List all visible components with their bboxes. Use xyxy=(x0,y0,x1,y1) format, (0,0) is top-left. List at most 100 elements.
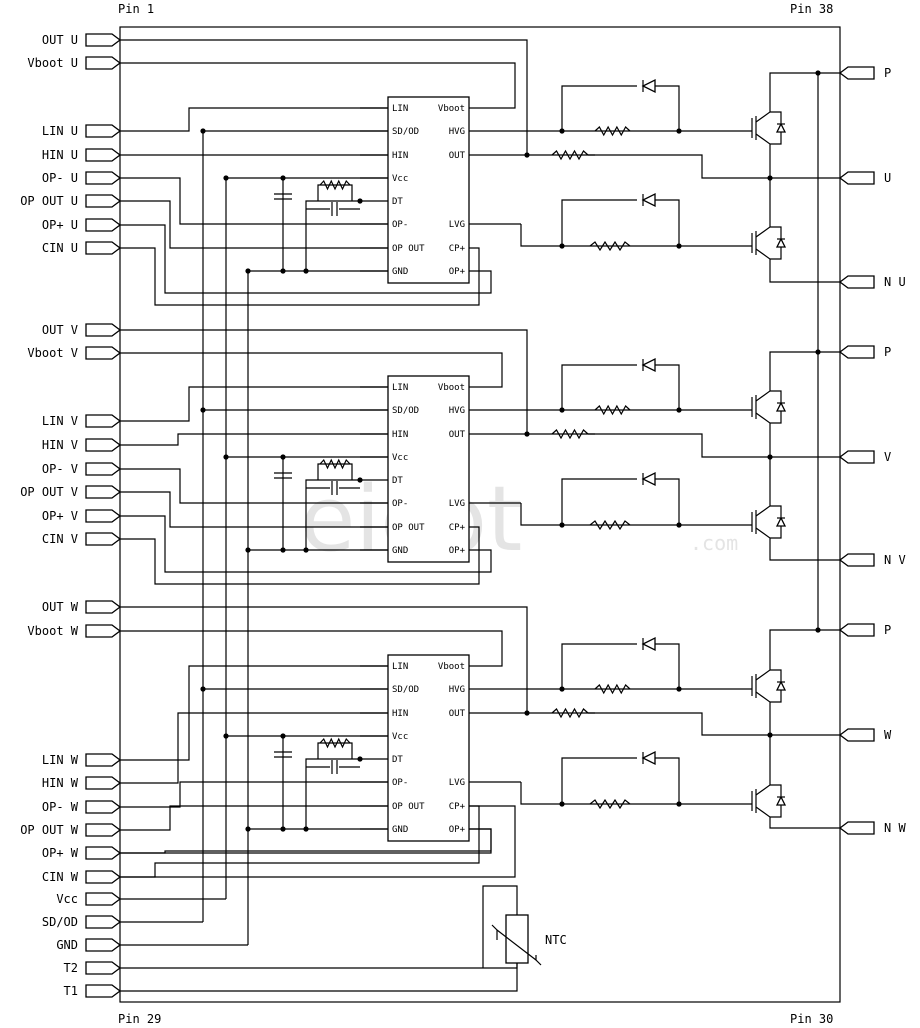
ntc-thermistor: NTC xyxy=(491,914,567,966)
ic-pin-label: GND xyxy=(392,267,408,277)
gate-resistor xyxy=(594,125,631,137)
dt-resistor xyxy=(319,458,351,470)
junction-dot xyxy=(559,243,565,249)
lin-wire xyxy=(120,107,388,132)
junction-dot xyxy=(559,407,565,413)
lvg-wire xyxy=(520,782,735,805)
junction-dot xyxy=(357,198,363,204)
lvg-diode xyxy=(641,750,656,766)
pin-connector xyxy=(85,938,122,952)
left-pin-label: LIN W xyxy=(42,753,79,767)
junction-dot xyxy=(280,175,286,181)
opminus-wire xyxy=(120,177,388,225)
freewheel-diode xyxy=(775,680,787,691)
igbt-emitter xyxy=(755,806,771,827)
hvg-diode xyxy=(641,78,656,94)
pin-connector xyxy=(85,624,122,638)
igbt-emitter xyxy=(755,248,771,269)
ic-pin-label: GND xyxy=(392,546,408,556)
opminus-wire xyxy=(120,468,388,504)
left-pin-label: HIN U xyxy=(42,148,78,162)
pin-connector xyxy=(85,124,122,138)
junction-dot xyxy=(280,454,286,460)
driver-ic xyxy=(387,654,470,842)
junction-dot xyxy=(676,407,682,413)
ic-pin-label: OP- xyxy=(392,778,408,788)
junction-dot xyxy=(559,128,565,134)
left-pin-label: OP- W xyxy=(42,800,79,814)
left-pin-label: OP OUT V xyxy=(20,485,78,499)
junction-dot xyxy=(524,710,530,716)
freewheel-diode xyxy=(775,122,787,133)
ic-pin-label: Vcc xyxy=(392,732,408,742)
pin-connector xyxy=(838,171,875,185)
out-wire xyxy=(120,329,528,434)
igbt-collector xyxy=(755,775,771,796)
left-pin-label: OP+ V xyxy=(42,509,78,523)
freewheel-diode xyxy=(775,795,787,806)
right-pin-label: U xyxy=(884,171,891,185)
left-pin-label: HIN W xyxy=(42,776,79,790)
left-pin-label: OP OUT W xyxy=(20,823,79,837)
igbt-collector xyxy=(755,381,771,402)
junction-dot xyxy=(524,152,530,158)
ic-pin-label: HVG xyxy=(449,685,465,695)
out-wire xyxy=(120,606,528,713)
pin-connector xyxy=(838,66,875,80)
ic-pin-label: OP+ xyxy=(449,825,466,835)
junction-dot xyxy=(767,175,773,181)
gate-resistor xyxy=(589,519,631,531)
lvg-diode-wire xyxy=(655,199,680,246)
pin-connector xyxy=(85,823,122,837)
ic-pin-label: CP+ xyxy=(449,523,466,533)
p-rail xyxy=(769,629,840,660)
driver-ic xyxy=(387,96,470,284)
pin-connector xyxy=(85,915,122,929)
junction-dot xyxy=(676,243,682,249)
watermark-suffix: .com xyxy=(690,531,738,555)
left-pin-label: Vboot W xyxy=(27,624,78,638)
opout-wire xyxy=(120,805,388,831)
ic-pin-label: Vboot xyxy=(438,662,465,672)
out-resistor xyxy=(551,707,589,719)
dt-wire xyxy=(317,184,353,201)
phase-wire xyxy=(588,433,840,458)
pin-connector xyxy=(838,821,875,835)
junction-dot xyxy=(280,547,286,553)
left-pin-label: T1 xyxy=(64,984,78,998)
lin-wire xyxy=(120,386,388,422)
ic-pin-label: Vcc xyxy=(392,174,408,184)
pin-connector xyxy=(85,509,122,523)
ic-pin-label: HIN xyxy=(392,151,408,161)
hvg-diode-wire xyxy=(561,364,637,410)
opplus-wire xyxy=(120,224,492,294)
pin-connector xyxy=(85,776,122,790)
ic-pin-label: GND xyxy=(392,825,408,835)
igbt-emitter xyxy=(755,133,771,154)
pin-connector xyxy=(85,984,122,998)
freewheel-diode xyxy=(775,237,787,248)
left-pin-label: Vboot U xyxy=(27,56,78,70)
wiring xyxy=(120,39,840,992)
junction-dot xyxy=(676,801,682,807)
lvg-diode-wire xyxy=(655,478,680,525)
left-pin-label: LIN V xyxy=(42,414,78,428)
ic-pin-label: OUT xyxy=(449,709,466,719)
pin-connector xyxy=(85,414,122,428)
junction-dot xyxy=(767,732,773,738)
hvg-diode-wire xyxy=(655,643,680,689)
opout-wire xyxy=(120,200,388,249)
opminus-wire xyxy=(120,781,388,808)
pin-connector xyxy=(85,171,122,185)
igbt-emitter xyxy=(755,527,771,548)
ic-pin-label: HVG xyxy=(449,406,465,416)
dt-resistor xyxy=(319,737,351,749)
n-rail xyxy=(769,269,840,283)
vboot-wire xyxy=(120,62,516,109)
opout-wire xyxy=(120,491,388,528)
ic-pin-label: Vboot xyxy=(438,104,465,114)
left-pin-label: T2 xyxy=(64,961,78,975)
